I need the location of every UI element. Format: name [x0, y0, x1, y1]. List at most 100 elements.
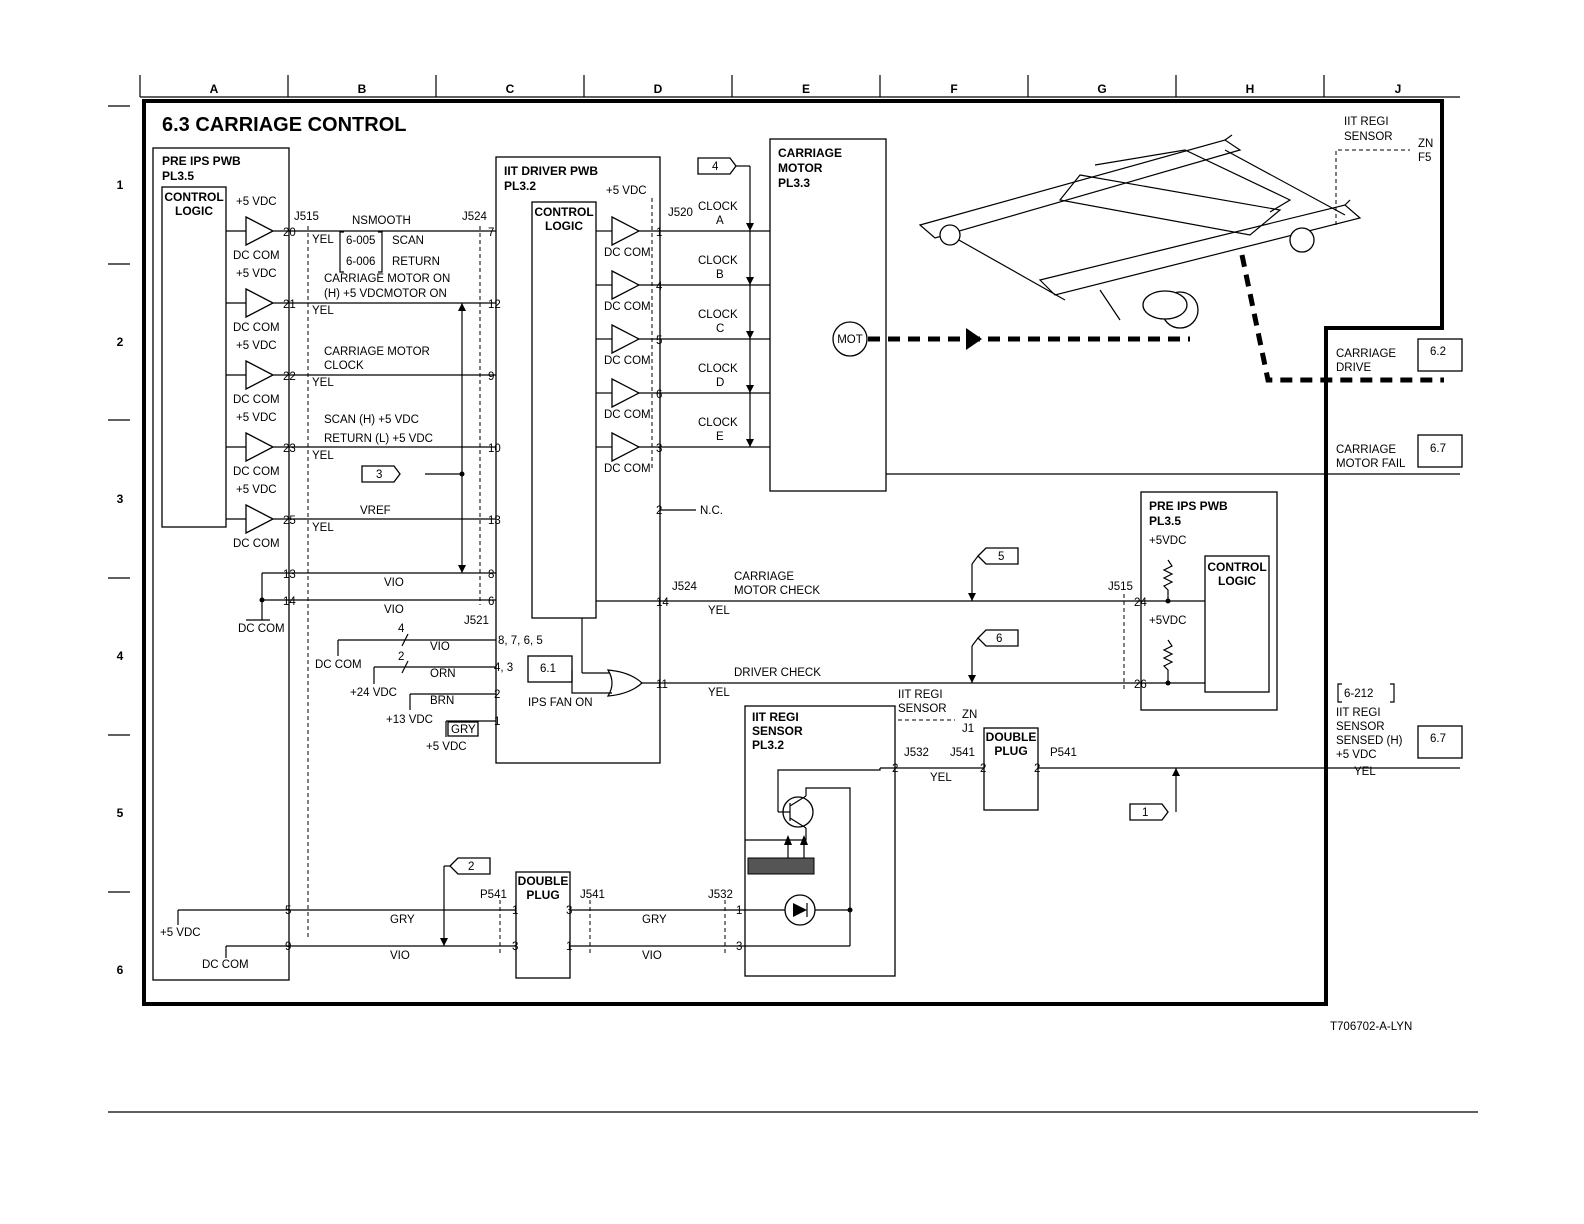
- svg-text:RETURN: RETURN: [392, 256, 440, 268]
- svg-text:YEL: YEL: [312, 305, 334, 317]
- svg-text:P541: P541: [480, 889, 507, 901]
- svg-text:DC COM: DC COM: [233, 250, 280, 262]
- svg-text:YEL: YEL: [312, 377, 334, 389]
- offpage-regi-sensed: 6-212 IIT REGI SENSOR SENSED (H) +5 VDC …: [1336, 683, 1463, 778]
- col-label: A: [210, 82, 219, 96]
- svg-text:6.7: 6.7: [1430, 733, 1446, 745]
- svg-text:12: 12: [488, 299, 501, 311]
- svg-text:VIO: VIO: [390, 950, 410, 962]
- svg-text:F5: F5: [1418, 152, 1431, 164]
- svg-text:+24 VDC: +24 VDC: [350, 687, 397, 699]
- svg-text:2: 2: [1034, 763, 1040, 775]
- svg-text:IIT REGI: IIT REGI: [752, 710, 799, 724]
- svg-text:1: 1: [512, 905, 518, 917]
- svg-text:CONTROL: CONTROL: [164, 190, 223, 204]
- svg-text:+5 VDC: +5 VDC: [606, 185, 647, 197]
- svg-text:PRE IPS PWB: PRE IPS PWB: [1149, 499, 1228, 513]
- svg-text:B: B: [716, 269, 724, 281]
- check-lines: J524 14 11 CARRIAGE MOTOR CHECK YEL DRIV…: [596, 547, 1168, 699]
- svg-text:4: 4: [398, 623, 405, 635]
- svg-text:VIO: VIO: [384, 577, 404, 589]
- svg-text:LOGIC: LOGIC: [1218, 574, 1256, 588]
- svg-text:CLOCK: CLOCK: [698, 255, 738, 267]
- svg-text:6-005: 6-005: [346, 235, 375, 247]
- svg-text:CARRIAGE: CARRIAGE: [734, 571, 794, 583]
- row-label: 4: [117, 649, 124, 663]
- svg-text:ZN: ZN: [962, 709, 977, 721]
- or-gate: 6.1 IPS FAN ON: [527, 618, 643, 709]
- row-header: 1 2 3 4 5 6: [108, 105, 130, 977]
- col-label: D: [654, 82, 663, 96]
- svg-text:DRIVE: DRIVE: [1336, 362, 1371, 374]
- col-label: B: [358, 82, 367, 96]
- svg-text:YEL: YEL: [312, 234, 334, 246]
- svg-text:CONTROL: CONTROL: [534, 205, 593, 219]
- svg-text:LOGIC: LOGIC: [545, 219, 583, 233]
- svg-text:22: 22: [283, 371, 296, 383]
- row-label: 3: [117, 492, 124, 506]
- row-label: 5: [117, 806, 124, 820]
- bottom-wires: +5 VDC DC COM 5 9 GRY VIO GRY VIO 2 DOUB…: [160, 857, 745, 979]
- svg-text:MOTOR FAIL: MOTOR FAIL: [1336, 458, 1406, 470]
- top-regi-sensor-label: IIT REGI SENSOR ZN F5: [1335, 116, 1433, 225]
- carriage-mechanism-drawing: [918, 134, 1362, 329]
- svg-text:3: 3: [736, 941, 742, 953]
- svg-text:MOT: MOT: [837, 334, 863, 346]
- svg-text:PLUG: PLUG: [526, 888, 559, 902]
- row-label: 6: [117, 963, 124, 977]
- svg-text:13: 13: [283, 569, 296, 581]
- svg-text:+5VDC: +5VDC: [1149, 615, 1186, 627]
- svg-text:J532: J532: [904, 747, 929, 759]
- svg-text:20: 20: [283, 227, 296, 239]
- svg-text:NSMOOTH: NSMOOTH: [352, 215, 411, 227]
- diagram-title: 6.3 CARRIAGE CONTROL: [162, 114, 406, 136]
- svg-text:DC COM: DC COM: [604, 247, 651, 259]
- svg-text:DC COM: DC COM: [233, 322, 280, 334]
- svg-text:+5 VDC: +5 VDC: [236, 484, 277, 496]
- svg-text:A: A: [716, 215, 724, 227]
- col-label: H: [1246, 82, 1255, 96]
- svg-text:DC COM: DC COM: [238, 623, 285, 635]
- svg-text:21: 21: [283, 299, 296, 311]
- svg-text:J515: J515: [1108, 581, 1133, 593]
- svg-text:IIT DRIVER PWB: IIT DRIVER PWB: [504, 164, 598, 178]
- j521-power-inputs: J521 4 VIO DC COM 2 ORN +24 VDC BRN +13 …: [315, 615, 543, 753]
- svg-text:ORN: ORN: [430, 668, 456, 680]
- column-header: A B C D E F G H J: [139, 75, 1460, 98]
- svg-text:25: 25: [283, 515, 296, 527]
- svg-text:VIO: VIO: [384, 604, 404, 616]
- svg-text:+5 VDC: +5 VDC: [236, 196, 277, 208]
- svg-text:ZN: ZN: [1418, 138, 1433, 150]
- svg-text:SENSOR: SENSOR: [1336, 721, 1385, 733]
- svg-text:1: 1: [566, 941, 572, 953]
- svg-text:24: 24: [1134, 597, 1147, 609]
- svg-text:VIO: VIO: [430, 641, 450, 653]
- svg-text:23: 23: [283, 443, 296, 455]
- svg-text:7: 7: [488, 227, 494, 239]
- svg-text:J541: J541: [950, 747, 975, 759]
- svg-text:GRY: GRY: [451, 724, 476, 736]
- offpage-carriage-drive: CARRIAGE DRIVE 6.2: [1336, 338, 1463, 374]
- svg-text:SENSED (H): SENSED (H): [1336, 735, 1403, 747]
- svg-text:J524: J524: [462, 211, 488, 223]
- svg-text:PL3.5: PL3.5: [162, 169, 194, 183]
- pre-ips-pwb-left: PRE IPS PWB PL3.5 CONTROL LOGIC: [152, 147, 290, 981]
- driver-buffers: DC COM DC COM DC COM DC COM DC COM +5 VD…: [596, 185, 653, 475]
- svg-text:RETURN (L) +5 VDC: RETURN (L) +5 VDC: [324, 433, 433, 445]
- svg-text:IIT REGI: IIT REGI: [1344, 116, 1389, 128]
- svg-text:CARRIAGE MOTOR ON: CARRIAGE MOTOR ON: [324, 273, 450, 285]
- svg-text:J541: J541: [580, 889, 605, 901]
- svg-text:9: 9: [285, 941, 291, 953]
- svg-text:+5 VDC: +5 VDC: [426, 741, 467, 753]
- svg-text:6.2: 6.2: [1430, 346, 1446, 358]
- svg-text:26: 26: [1134, 679, 1147, 691]
- svg-text:GRY: GRY: [642, 914, 667, 926]
- svg-text:2: 2: [398, 651, 404, 663]
- col-label: E: [802, 82, 810, 96]
- svg-text:SENSOR: SENSOR: [752, 724, 803, 738]
- svg-text:IIT REGI: IIT REGI: [898, 689, 943, 701]
- svg-text:8, 7, 6, 5: 8, 7, 6, 5: [498, 635, 543, 647]
- row-label: 1: [117, 178, 124, 192]
- svg-text:8: 8: [488, 569, 494, 581]
